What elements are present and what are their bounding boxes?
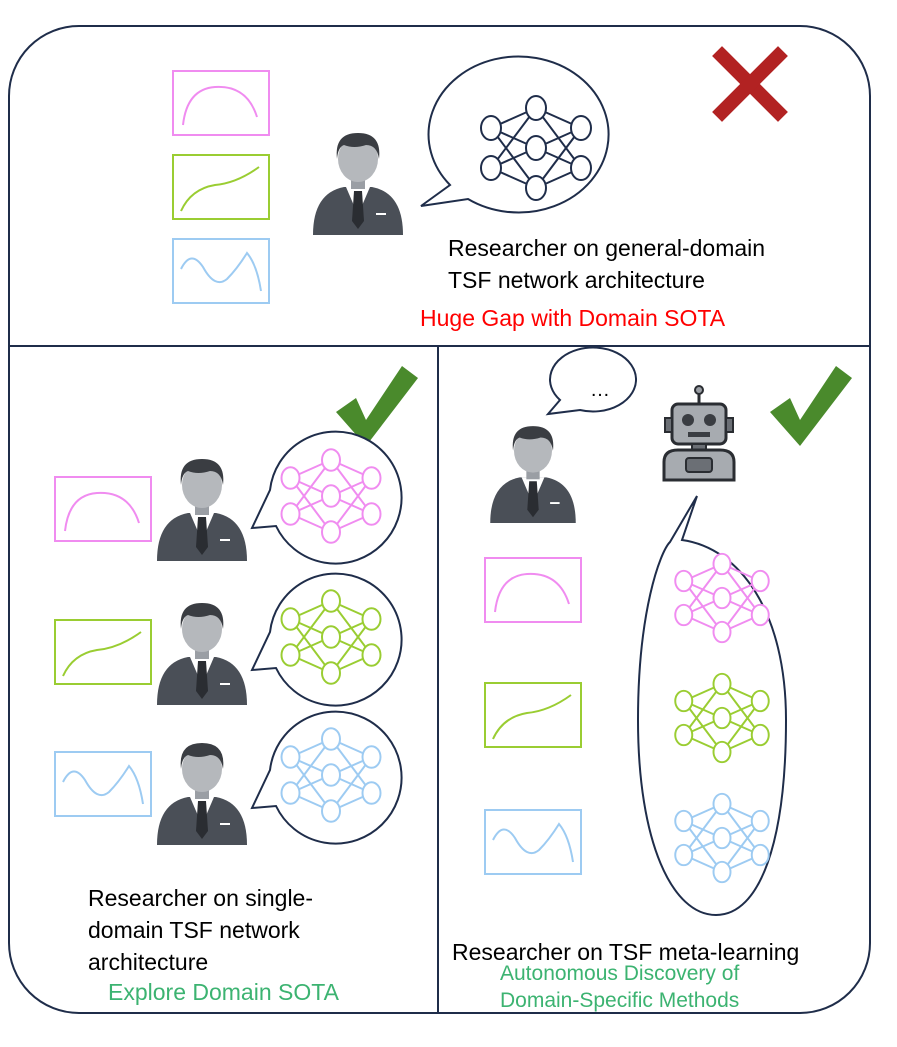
- left-researcher-avatar-3: [157, 743, 247, 845]
- top-speech-bubble: [420, 55, 610, 214]
- top-caption-line2: TSF network architecture: [448, 267, 705, 293]
- top-researcher-avatar: [313, 133, 403, 235]
- outer-frame: [8, 25, 871, 1014]
- top-caption-line1: Researcher on general-domain: [448, 235, 766, 261]
- left-verdict: Explore Domain SOTA: [108, 979, 339, 1005]
- left-chart-rise: [54, 619, 152, 685]
- right-chart-arch: [484, 557, 582, 623]
- right-chart-wave: [484, 809, 582, 875]
- right-chart-rise: [484, 682, 582, 748]
- left-chart-arch: [54, 476, 152, 542]
- robot-icon: [662, 385, 736, 482]
- left-check-icon: [336, 366, 418, 446]
- left-researcher-avatar-2: [157, 603, 247, 705]
- top-verdict: Huge Gap with Domain SOTA: [420, 305, 726, 331]
- right-caption: Researcher on TSF meta-learning: [452, 939, 800, 965]
- right-speech-bubble-small: [545, 346, 638, 416]
- right-verdict-line1: Autonomous Discovery of: [500, 962, 740, 985]
- left-caption-line1: Researcher on single-: [88, 885, 314, 911]
- top-chart-arch: [172, 70, 270, 136]
- left-researcher-avatar-1: [157, 459, 247, 561]
- right-check-icon: [770, 366, 852, 446]
- left-caption-line2: domain TSF network: [88, 917, 300, 943]
- right-researcher-avatar: [490, 426, 576, 523]
- right-speech-text: …: [590, 379, 610, 401]
- cross-icon: [712, 46, 788, 122]
- left-caption-line3: architecture: [88, 949, 209, 975]
- right-verdict-line2: Domain-Specific Methods: [500, 989, 740, 1012]
- top-chart-wave: [172, 238, 270, 304]
- left-chart-wave: [54, 751, 152, 817]
- top-chart-rise: [172, 154, 270, 220]
